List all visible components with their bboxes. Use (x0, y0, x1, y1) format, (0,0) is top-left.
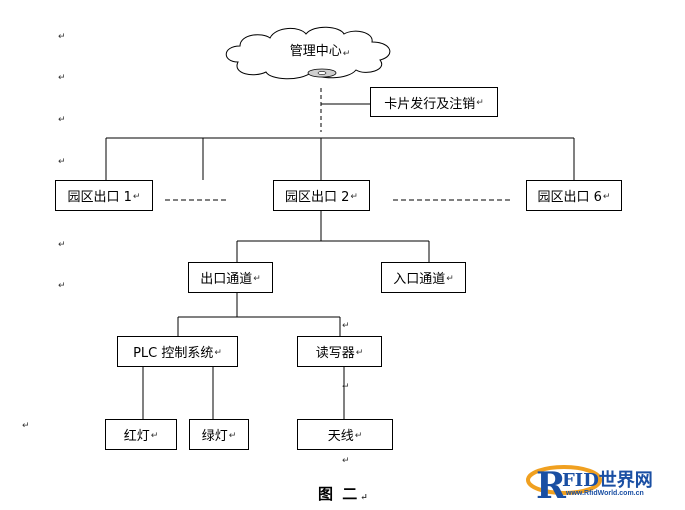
logo-url-text: www.RfidWorld.com.cn (566, 490, 644, 497)
paragraph-mark: ↵ (58, 73, 66, 83)
exit-6-node: 园区出口 6↵ (526, 180, 622, 211)
logo-brand-text: FID世界网 (562, 470, 653, 491)
exit-1-node: 园区出口 1↵ (55, 180, 153, 211)
logo-r-emblem: R (526, 465, 602, 507)
green-light-node: 绿灯↵ (189, 419, 249, 450)
plc-control-node: PLC 控制系统↵ (117, 336, 238, 367)
antenna-node: 天线↵ (297, 419, 393, 450)
svg-text:R: R (536, 465, 567, 507)
figure-caption: 图 二↵ (318, 485, 370, 503)
paragraph-mark: ↵ (342, 382, 350, 392)
paragraph-mark: ↵ (58, 32, 66, 42)
paragraph-mark: ↵ (58, 157, 66, 167)
card-issue-node: 卡片发行及注销↵ (370, 87, 498, 117)
paragraph-mark: ↵ (58, 115, 66, 125)
paragraph-mark: ↵ (342, 49, 351, 59)
paragraph-mark: ↵ (58, 240, 66, 250)
management-center-label: 管理中心↵ (289, 44, 351, 59)
exit-2-node: 园区出口 2↵ (273, 180, 370, 211)
red-light-node: 红灯↵ (105, 419, 177, 450)
cloud-shape (225, 26, 391, 80)
exit-channel-node: 出口通道↵ (188, 262, 273, 293)
paragraph-mark: ↵ (342, 321, 350, 331)
paragraph-mark: ↵ (58, 281, 66, 291)
entry-channel-node: 入口通道↵ (381, 262, 466, 293)
paragraph-mark: ↵ (22, 421, 30, 431)
disc-icon (307, 68, 337, 78)
rfidworld-logo: R FID世界网 www.RfidWorld.com.cn (522, 458, 682, 508)
reader-node: 读写器↵ (297, 336, 382, 367)
paragraph-mark: ↵ (342, 456, 350, 466)
